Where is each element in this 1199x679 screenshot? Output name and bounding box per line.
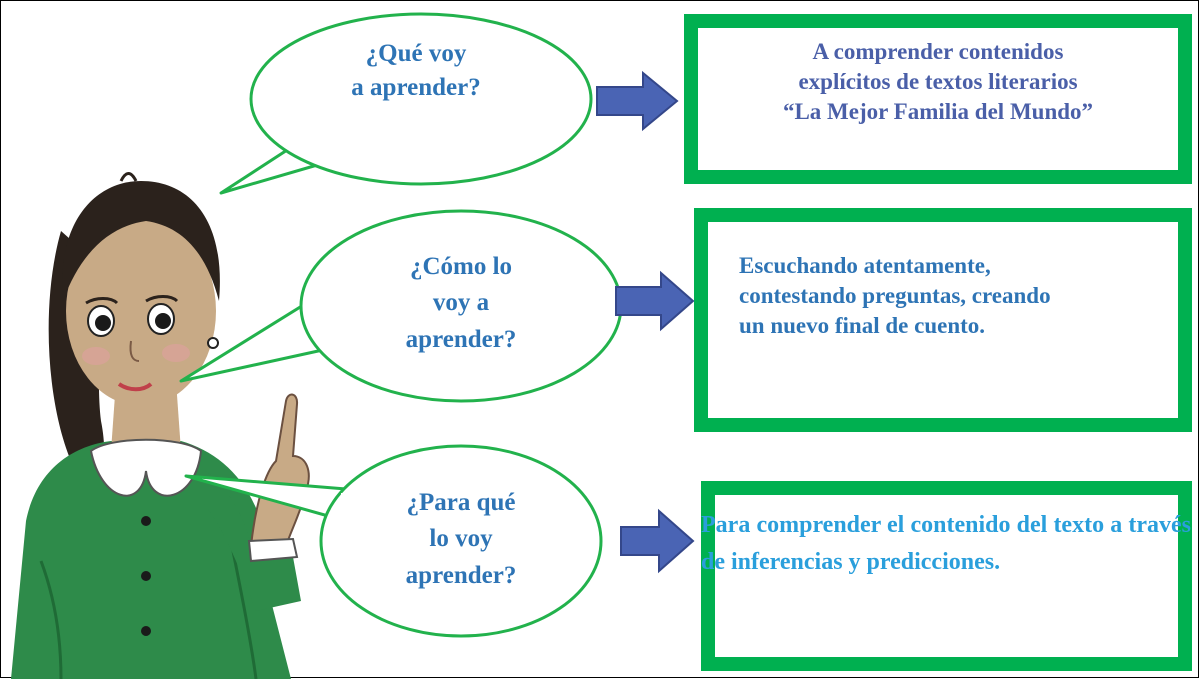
question-what-line3: a aprender? [301,71,531,105]
right-arrow [616,273,693,329]
question-how: ¿Cómo lo voy a aprender? [351,249,571,358]
answer-text-why: Para comprender el contenido del texto a… [701,507,1191,581]
answer-text-how: Escuchando atentamente, contestando preg… [739,251,1179,341]
question-what: ¿Qué voy a a aprender? [301,37,531,105]
right-arrow [621,511,693,571]
answer-text-what: A comprender contenidos explícitos de te… [698,37,1178,127]
question-why: ¿Para qué lo voy aprender? [351,485,571,594]
right-arrow [597,73,677,129]
teacher-illustration [11,174,309,679]
